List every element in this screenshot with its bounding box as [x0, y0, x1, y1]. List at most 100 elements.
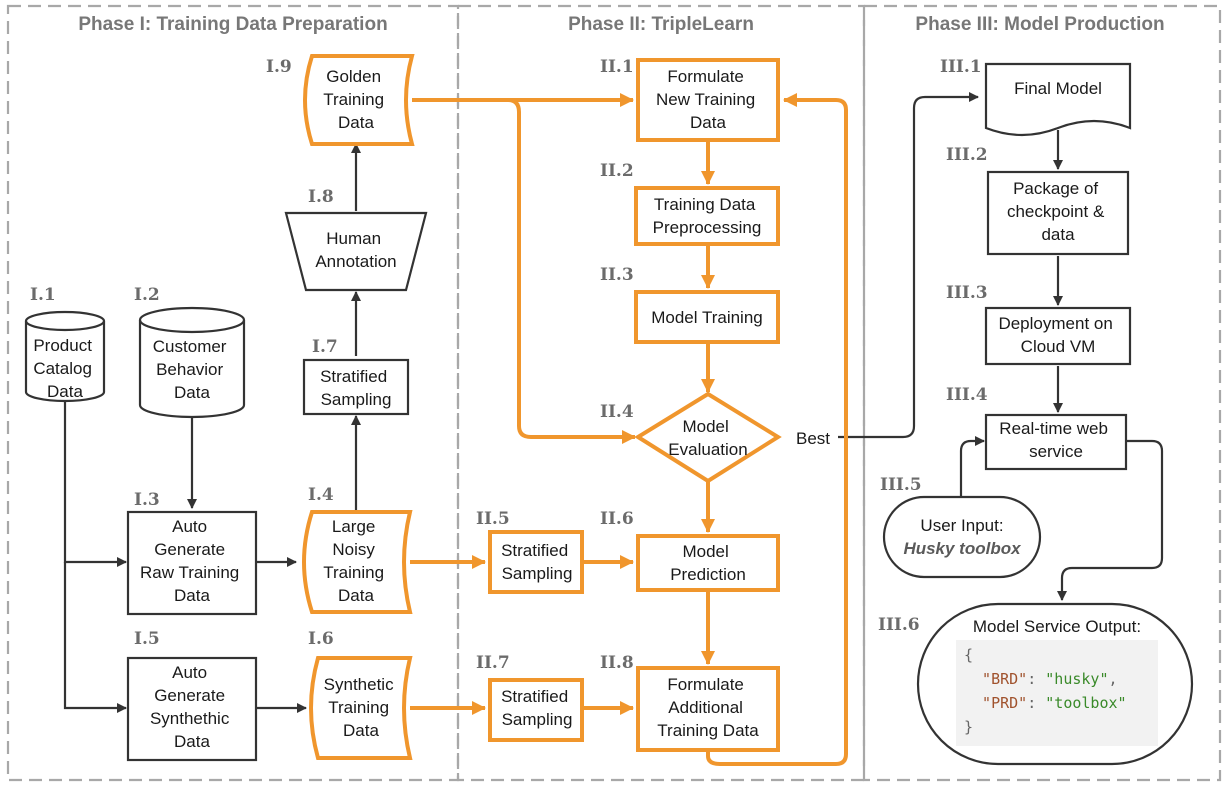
- step-id: II.7: [476, 653, 510, 673]
- node-label-line: Customer: [153, 337, 227, 356]
- node-human-annotation: I.8 Human Annotation: [284, 187, 428, 292]
- svg-text:Real-time web service: Real-time web service: [999, 419, 1112, 461]
- node-label-line: Training: [323, 90, 384, 109]
- node-label-line: Large: [332, 517, 375, 536]
- svg-text:Product Catalog Da: Product Catalog Data: [33, 336, 96, 401]
- node-stratified-sampling-ii7: II.7 Stratified Sampling: [476, 653, 584, 742]
- step-id: II.8: [600, 653, 634, 673]
- node-model-evaluation: II.4 Model Evaluation: [600, 391, 782, 484]
- node-label-line: Noisy: [332, 540, 375, 559]
- code-token: "husky": [1045, 670, 1108, 688]
- node-auto-generate-raw-training-data: I.3 Auto Generate Raw Training Data: [126, 490, 258, 616]
- code-token: }: [964, 718, 973, 736]
- node-label-line: Raw Training: [140, 563, 239, 582]
- output-title: Model Service Output:: [973, 617, 1141, 636]
- phase-1-frame: [6, 4, 460, 782]
- node-label-line: Training: [328, 698, 389, 717]
- node-label-line: Data: [338, 586, 374, 605]
- node-label-line: Stratified: [501, 541, 568, 560]
- node-label-line: Prediction: [670, 565, 746, 584]
- node-label-line: Husky toolbox: [903, 539, 1022, 558]
- step-id: I.1: [30, 285, 56, 305]
- node-label-line: Data: [690, 113, 726, 132]
- node-label-line: Golden: [326, 67, 381, 86]
- step-id: I.7: [312, 337, 338, 357]
- step-id: I.3: [134, 490, 160, 510]
- node-label-line: Additional: [668, 698, 743, 717]
- node-label-line: Behavior: [156, 360, 223, 379]
- svg-text:Auto Generate Raw: Auto Generate Raw Training Data: [140, 517, 244, 605]
- node-label-line: Model Training: [651, 308, 763, 327]
- node-synthetic-training-data: I.6 Synthetic Training Data: [308, 629, 413, 760]
- svg-text:Model Training: Model Training: [651, 308, 763, 327]
- orange-connectors: [410, 93, 848, 766]
- svg-text:Human Annotation: Human Annotation: [315, 229, 396, 271]
- node-product-catalog-data: I.1 Product Catalog Data: [24, 285, 106, 403]
- svg-text:Customer Behavior: Customer Behavior Data: [153, 337, 231, 402]
- svg-text:Formulate New Training: Formulate New Training Data: [656, 67, 760, 132]
- node-label-line: Stratified: [320, 367, 387, 386]
- step-id: I.2: [134, 285, 160, 305]
- svg-text:Formulate Additional: Formulate Additional Training Data: [657, 675, 759, 740]
- step-id: II.2: [600, 161, 634, 181]
- node-training-data-preprocessing: II.2 Training Data Preprocessing: [600, 161, 780, 246]
- node-label-line: Human: [326, 229, 381, 248]
- node-label-line: Sampling: [502, 710, 573, 729]
- step-id: III.3: [946, 283, 988, 303]
- svg-text:Stratified Sampling: Stratified Sampling: [320, 367, 392, 409]
- node-label-line: Cloud VM: [1021, 337, 1096, 356]
- node-golden-training-data: I.9 Golden Training Data: [266, 54, 415, 146]
- node-label-line: Model: [682, 417, 728, 436]
- svg-text:Stratified Sampling: Stratified Sampling: [501, 541, 573, 583]
- step-id: II.1: [600, 57, 634, 77]
- step-id: III.2: [946, 145, 988, 165]
- node-label-line: Evaluation: [668, 440, 747, 459]
- phase-frames: [6, 4, 1222, 782]
- node-label-line: Data: [47, 382, 83, 401]
- node-final-model: III.1 Final Model: [940, 57, 1132, 137]
- step-id: I.8: [308, 187, 334, 207]
- phase-1-title: Phase I: Training Data Preparation: [78, 14, 387, 35]
- node-label-line: Synthethic: [150, 709, 230, 728]
- step-id: III.4: [946, 385, 988, 405]
- node-label-line: data: [1041, 225, 1075, 244]
- node-label-line: Data: [174, 383, 210, 402]
- node-auto-generate-synthetic-data: I.5 Auto Generate Synthethic Data: [126, 629, 258, 762]
- code-token: "BRD": [964, 670, 1027, 688]
- node-label-line: Generate: [154, 686, 225, 705]
- svg-text:Golden Training Da: Golden Training Data: [323, 67, 389, 132]
- code-token: "PRD": [964, 694, 1027, 712]
- node-label-line: service: [1029, 442, 1083, 461]
- node-label-line: Data: [174, 732, 210, 751]
- step-id: III.5: [880, 475, 922, 495]
- step-id: II.6: [600, 509, 634, 529]
- svg-text:Stratified Sampling: Stratified Sampling: [501, 687, 573, 729]
- node-label-line: New Training: [656, 90, 755, 109]
- phase-3-frame: [862, 4, 1222, 782]
- node-stratified-sampling-i7: I.7 Stratified Sampling: [302, 337, 410, 416]
- node-label-line: Package of: [1013, 179, 1098, 198]
- node-label-line: Sampling: [502, 564, 573, 583]
- svg-text:Package of checkpoint &: Package of checkpoint & data: [1007, 179, 1109, 244]
- node-model-service-output: III.6 Model Service Output: { "BRD": "hu…: [878, 602, 1194, 766]
- code-token: :: [1027, 670, 1045, 688]
- black-connectors: [63, 92, 1164, 713]
- svg-text:Model Prediction: Model Prediction: [670, 542, 746, 584]
- step-id: II.5: [476, 509, 510, 529]
- node-model-training: II.3 Model Training: [600, 265, 780, 344]
- node-deployment-cloud-vm: III.3 Deployment on Cloud VM: [946, 283, 1132, 366]
- node-label-line: Synthetic: [324, 675, 394, 694]
- node-label-line: Data: [174, 586, 210, 605]
- node-customer-behavior-data: I.2 Customer Behavior Data: [134, 285, 246, 419]
- node-label-line: Product: [33, 336, 92, 355]
- step-id: II.3: [600, 265, 634, 285]
- node-label-line: Deployment on: [998, 314, 1112, 333]
- node-label-line: Preprocessing: [653, 218, 762, 237]
- svg-text:Synthetic Training: Synthetic Training Data: [324, 675, 399, 740]
- best-edge-label: Best: [796, 429, 830, 448]
- node-model-prediction: II.6 Model Prediction: [600, 509, 780, 592]
- node-label-line: Data: [343, 721, 379, 740]
- phase-2-title: Phase II: TripleLearn: [568, 14, 754, 35]
- code-block: [956, 640, 1158, 746]
